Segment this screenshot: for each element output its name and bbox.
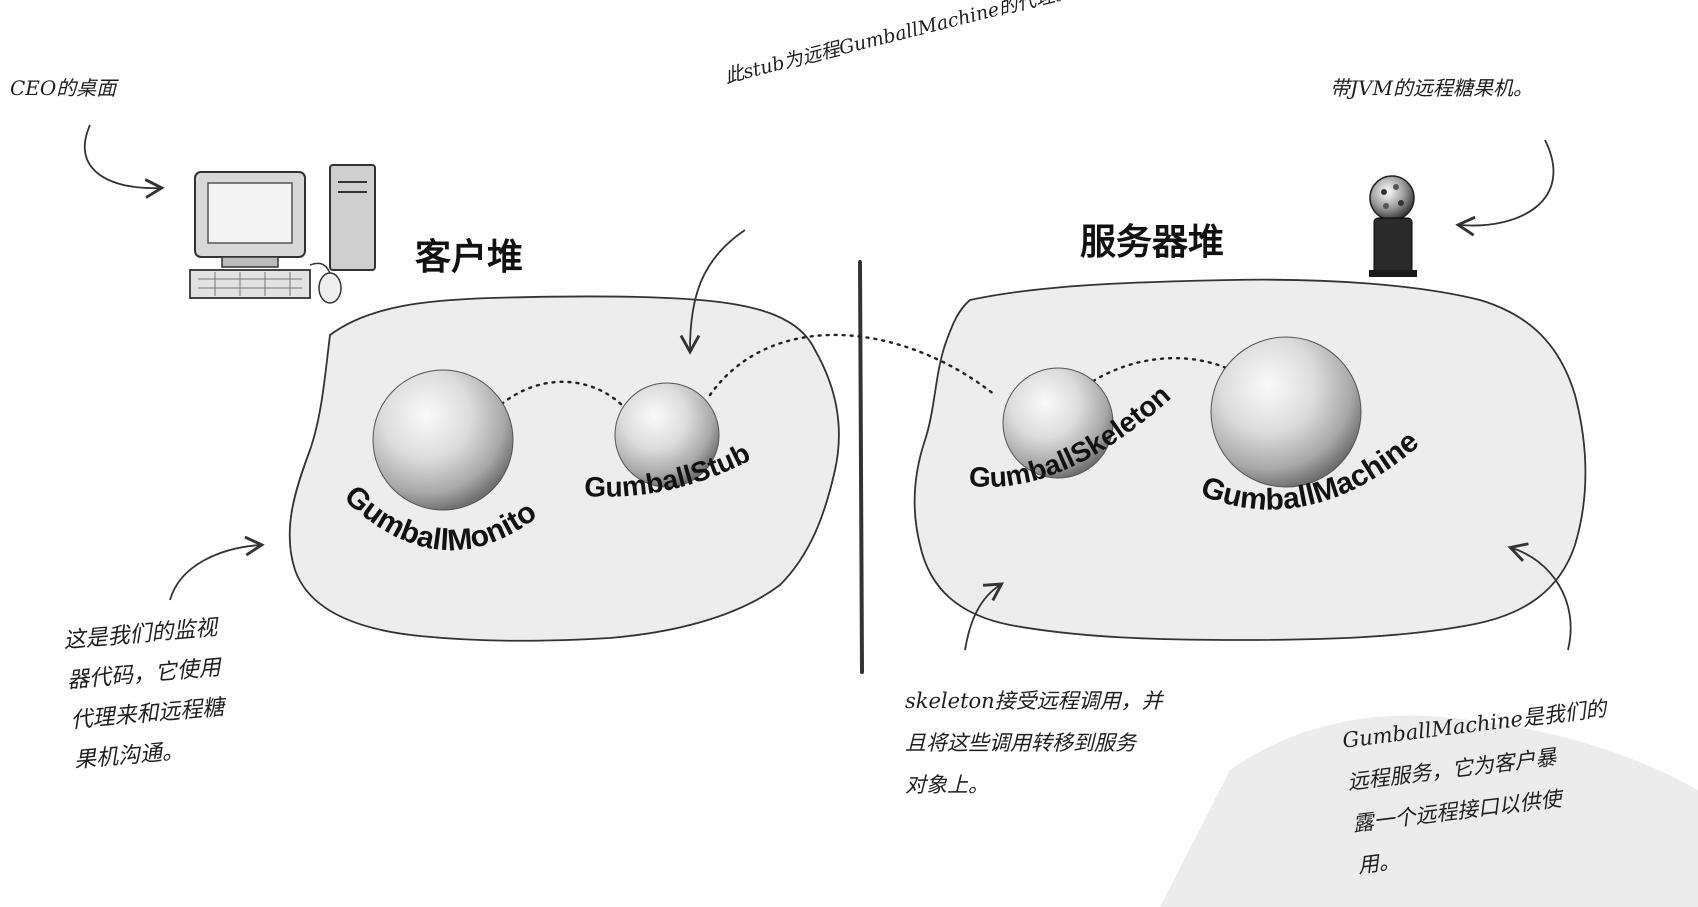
ref-monitor-to-stub (488, 380, 627, 417)
ceo-desktop-note: CEO的桌面 (10, 76, 117, 100)
gumball-skeleton-object (1002, 367, 1114, 479)
computer-icon (189, 164, 376, 304)
skeleton-note-line-2: 且将这些调用转移到服务 (905, 731, 1136, 755)
server-heap-title: 服务器堆 (1080, 222, 1225, 263)
arrow-to-monitor (169, 535, 265, 601)
client-heap-title: 客户堆 (415, 237, 524, 278)
watermark-shape (1160, 715, 1698, 907)
skeleton-note-line-3: 对象上。 (905, 773, 989, 797)
arrow-to-stub (679, 229, 746, 355)
arrow-to-gumball-machine (1455, 139, 1555, 237)
gumball-stub-object (614, 382, 720, 488)
ref-stub-to-skeleton (708, 333, 997, 397)
client-heap-blob (288, 295, 840, 642)
skeleton-note: skeleton接受远程调用，并 且将这些调用转移到服务 对象上。 (905, 680, 1163, 806)
arrow-to-computer (83, 124, 165, 199)
service-note: GumballMachine是我们的 远程服务，它为客户暴 露一个远程接口以供使… (1340, 688, 1624, 887)
remote-machine-note: 带JVM的远程糖果机。 (1330, 76, 1533, 100)
gumball-monitor-object (372, 369, 514, 511)
arrow-to-machine (1507, 542, 1572, 651)
gumball-machine-icon (1369, 175, 1417, 277)
arrow-to-skeleton (964, 582, 1004, 651)
monitor-note: 这是我们的监视 器代码，它使用 代理来和远程糖 果机沟通。 (62, 609, 229, 782)
gumball-machine-object (1210, 336, 1362, 488)
skeleton-note-line-1: skeleton接受远程调用，并 (905, 689, 1163, 713)
network-divider (858, 260, 864, 674)
